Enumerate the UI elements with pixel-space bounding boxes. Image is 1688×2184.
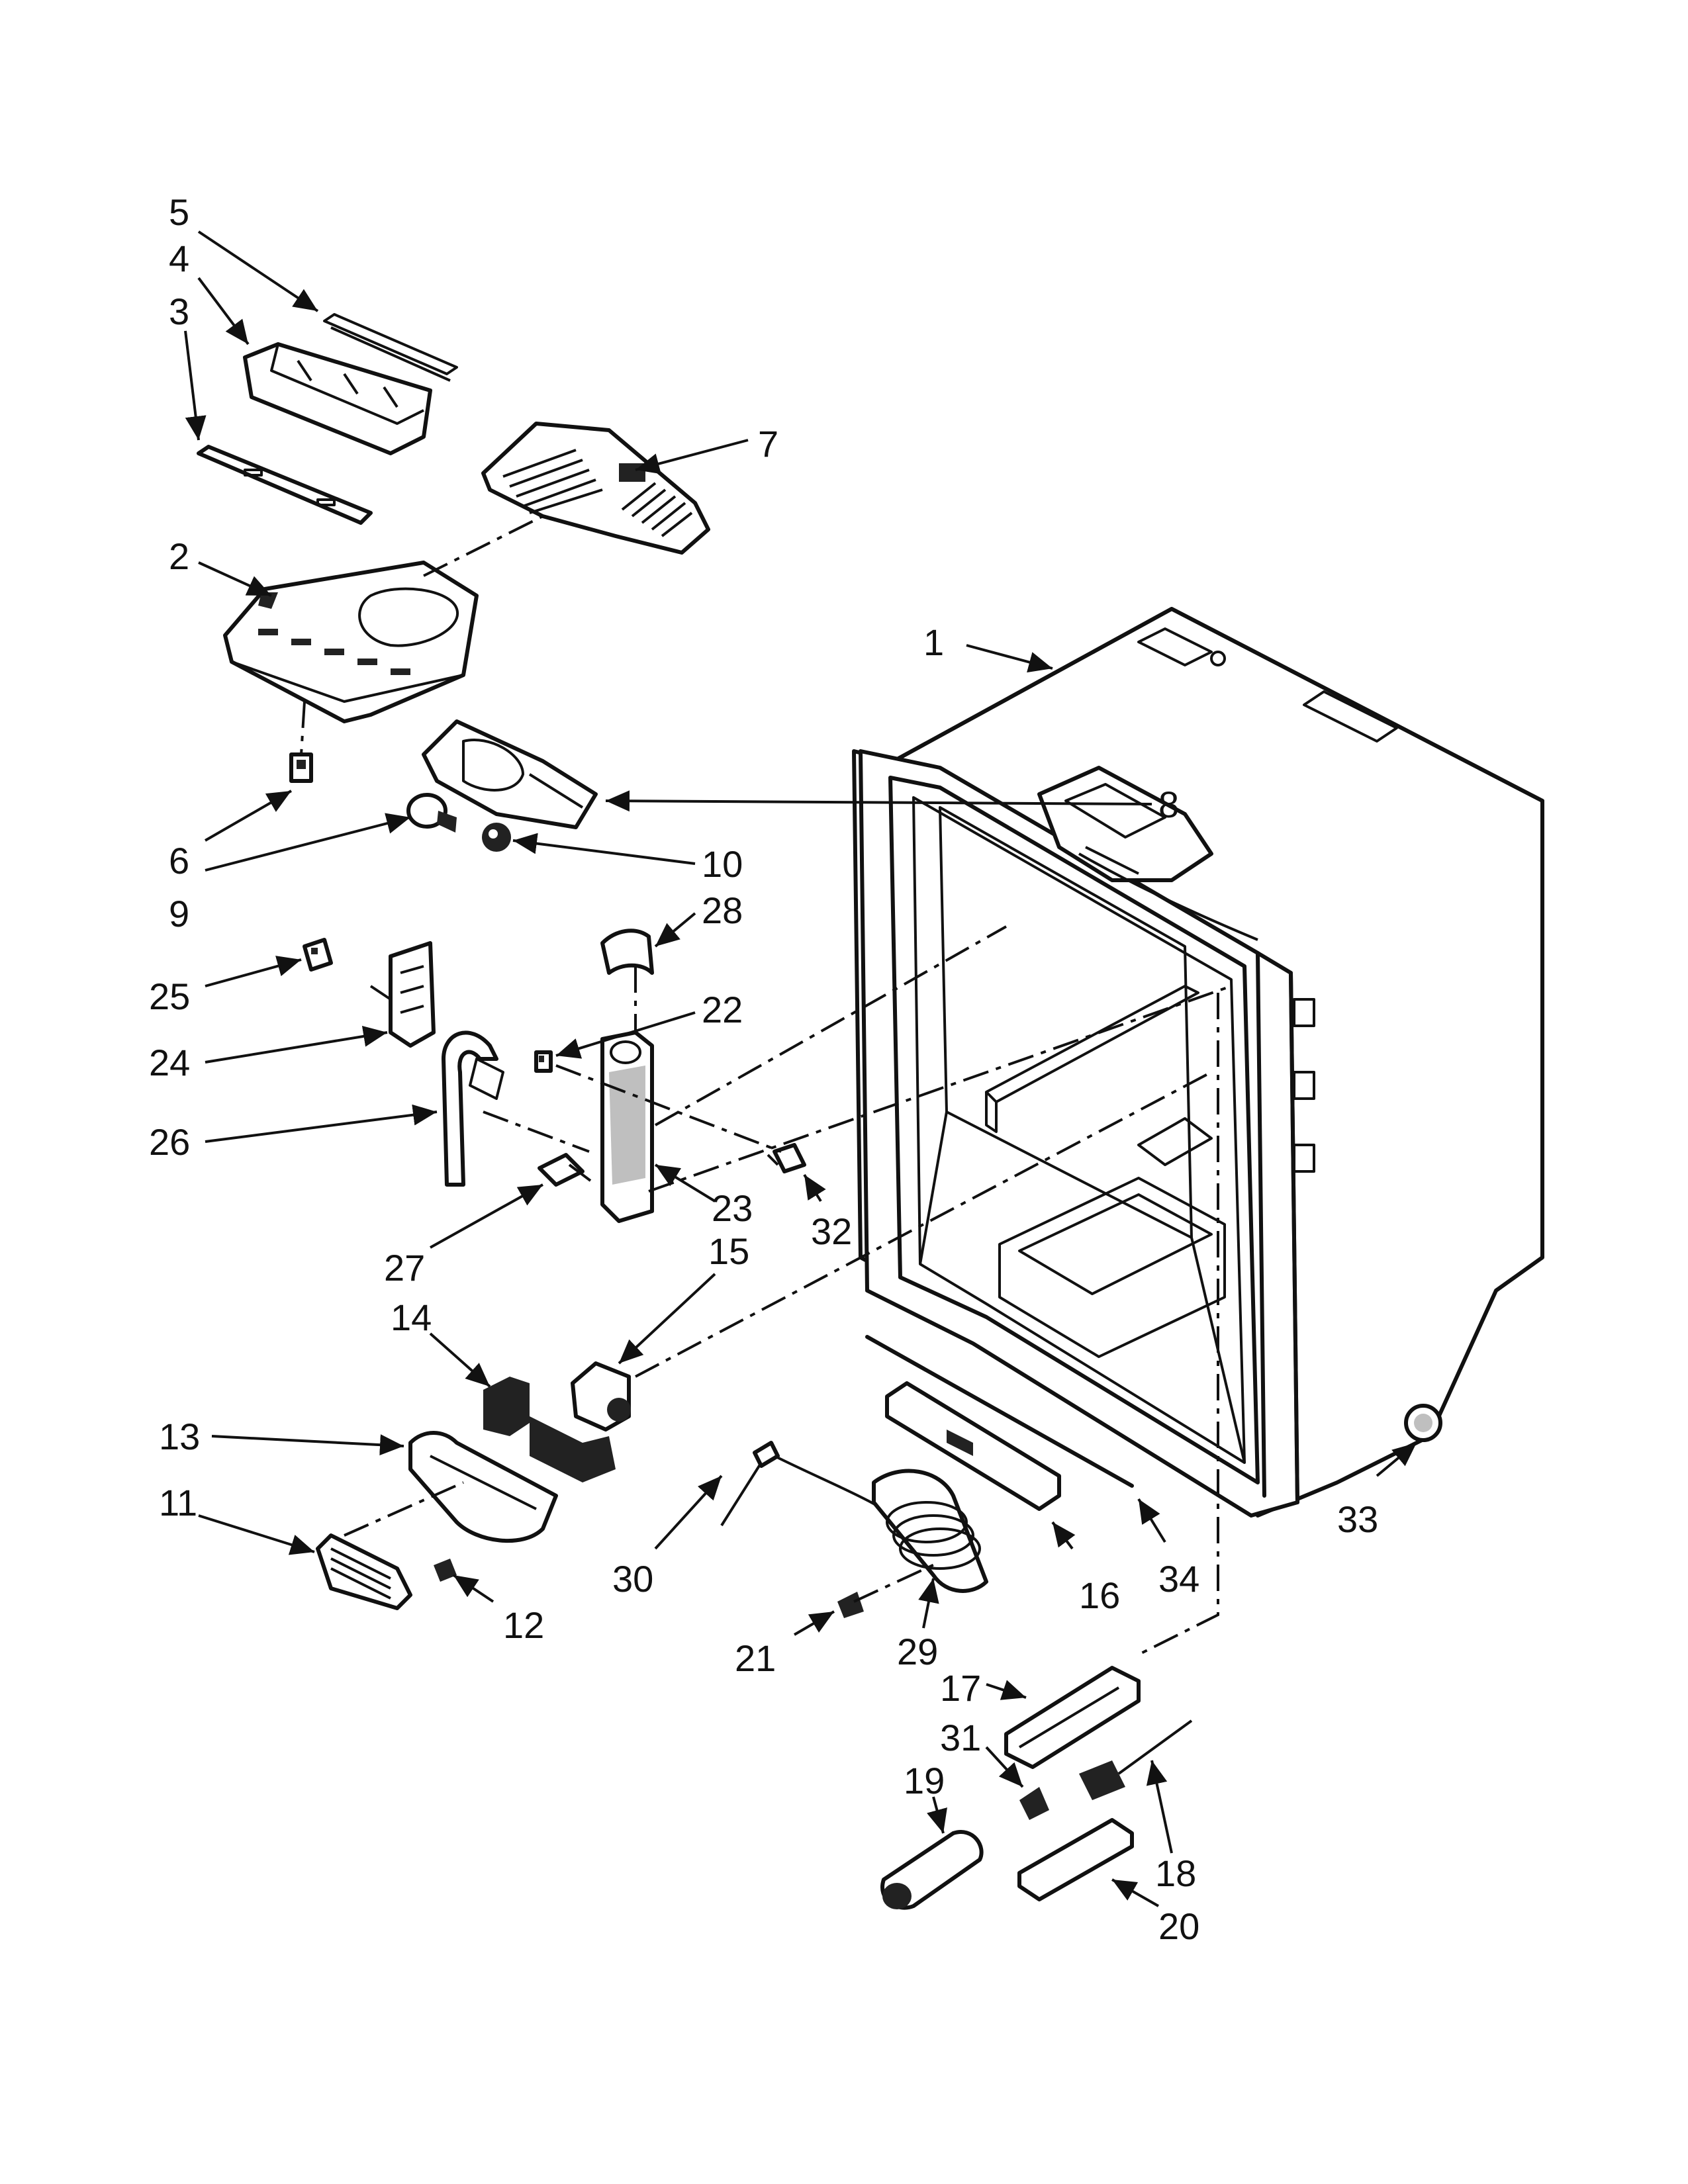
callout-30: 30 [612,1558,653,1600]
callout-11: 11 [159,1482,197,1524]
callout-18: 18 [1155,1852,1196,1894]
callout-9: 9 [169,893,189,934]
callout-27: 27 [384,1247,425,1289]
callout-26: 26 [149,1121,190,1163]
part-33-leveler [1404,1404,1442,1442]
part-17-bracket [1004,1666,1141,1769]
part-18-filter-head [1079,1719,1193,1800]
part-34-strip [865,1335,1134,1488]
callout-34: 34 [1158,1558,1199,1600]
part-10-socket [482,823,511,852]
part-31-cap [1019,1787,1049,1820]
part-19-filter [880,1830,984,1910]
callout-10: 10 [702,843,743,885]
assembly-lines [300,515,1232,1656]
callout-15: 15 [708,1230,749,1272]
part-7-grille [481,422,710,555]
part-6-switch [289,752,313,783]
callout-20: 20 [1158,1905,1199,1947]
callout-24: 24 [149,1042,190,1083]
callout-33: 33 [1337,1498,1378,1540]
part-3-strip [197,445,373,525]
callout-8: 8 [1158,784,1179,825]
callout-32: 32 [811,1210,852,1252]
part-28-gasket [600,929,654,975]
part-15-valve [571,1361,631,1432]
part-1-cabinet-liner [852,607,1544,1518]
part-2-control-housing [223,561,479,723]
part-26-tube [442,1030,504,1187]
callout-1: 1 [923,621,944,663]
callout-17: 17 [940,1667,981,1709]
callout-3: 3 [169,291,189,332]
part-8-light-module [422,719,598,829]
part-12-screw [434,1559,457,1582]
callout-31: 31 [940,1717,981,1758]
callout-12: 12 [503,1604,544,1646]
callout-5: 5 [169,191,189,233]
callout-22: 22 [702,989,743,1030]
part-11-tray [316,1533,412,1610]
leader-lines [184,230,1418,1907]
part-25-clip [303,938,333,972]
part-21-screw [837,1592,864,1618]
part-9-bulb [406,793,457,833]
part-20-cover [1017,1818,1134,1901]
callout-7: 7 [758,423,778,465]
callout-29: 29 [897,1631,938,1672]
callout-labels: 5 4 3 7 2 1 8 6 10 9 28 25 22 24 26 23 3… [149,191,1378,1947]
callout-16: 16 [1079,1574,1120,1616]
callout-21: 21 [735,1637,776,1679]
part-29-coil [872,1469,988,1593]
part-14-chute [483,1377,616,1482]
callout-23: 23 [712,1187,753,1229]
callout-4: 4 [169,238,189,279]
part-16-rail [885,1381,1061,1511]
part-24-bracket [389,941,436,1048]
part-23-housing [600,1030,654,1223]
callout-2: 2 [169,535,189,577]
callout-13: 13 [159,1416,200,1457]
callout-14: 14 [391,1297,432,1338]
callout-19: 19 [904,1760,945,1801]
part-13-bezel [408,1431,558,1543]
part-27-clip [538,1153,585,1187]
part-22-thermistor [534,1050,553,1073]
part-4-housing [243,342,432,455]
part-5-bracket [323,313,458,382]
callout-28: 28 [702,889,743,931]
callout-6: 6 [169,840,189,882]
callout-25: 25 [149,976,190,1017]
part-32-screw [767,1143,806,1173]
